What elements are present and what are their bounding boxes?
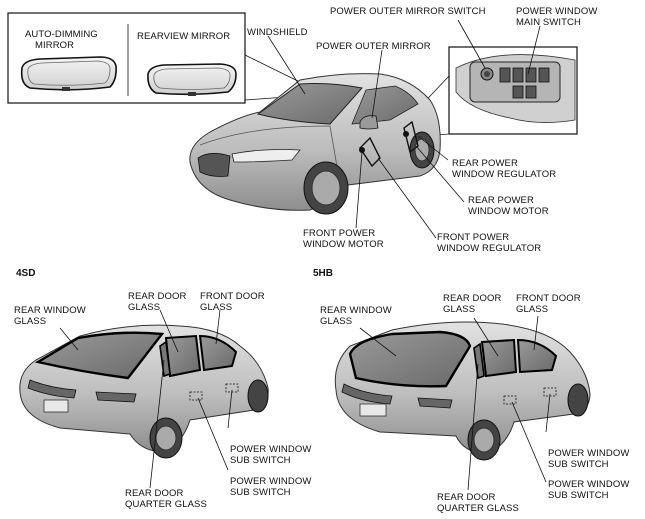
rear-power-window-regulator-label: REAR POWER WINDOW REGULATOR [452,158,557,180]
front-power-window-regulator-label: FRONT POWER WINDOW REGULATOR [437,232,542,254]
hatchback-car-drawing [334,321,591,461]
hatchback-section-label: 5HB [313,268,334,279]
windshield-label: WINDSHIELD [247,27,308,38]
rearview-mirror-drawing [147,63,237,96]
rearview-mirror-label: REARVIEW MIRROR [137,31,231,42]
sd-power-window-sub-switch-label-2: POWER WINDOW SUB SWITCH [230,476,312,498]
hb-power-window-sub-switch-label-1: POWER WINDOW SUB SWITCH [548,448,630,470]
power-outer-mirror-switch-label: POWER OUTER MIRROR SWITCH [330,6,486,17]
sd-rear-door-quarter-glass-label: REAR DOOR QUARTER GLASS [125,488,207,510]
sd-front-door-glass-label: FRONT DOOR GLASS [200,291,265,313]
hb-rear-window-glass-label: REAR WINDOW GLASS [320,305,392,327]
power-window-main-switch-label: POWER WINDOW MAIN SWITCH [516,6,598,28]
top-car-drawing [189,73,441,215]
auto-dimming-mirror-drawing [20,56,117,91]
hb-power-window-sub-switch-label-2: POWER WINDOW SUB SWITCH [548,479,630,501]
hb-rear-door-quarter-glass-label: REAR DOOR QUARTER GLASS [437,492,519,514]
rear-power-window-motor-label: REAR POWER WINDOW MOTOR [468,195,549,217]
front-power-window-motor-label: FRONT POWER WINDOW MOTOR [303,228,384,250]
mirror-inset-box [7,12,246,104]
auto-dimming-mirror-label: AUTO-DIMMING MIRROR [25,29,98,51]
hb-front-door-glass-label: FRONT DOOR GLASS [516,293,581,315]
sedan-section-label: 4SD [16,268,36,279]
sd-power-window-sub-switch-label-1: POWER WINDOW SUB SWITCH [230,444,312,466]
hb-rear-door-glass-label: REAR DOOR GLASS [443,293,502,315]
power-outer-mirror-label: POWER OUTER MIRROR [316,41,431,52]
sedan-car-drawing [19,324,269,459]
sd-rear-window-glass-label: REAR WINDOW GLASS [14,305,86,327]
switch-inset-box [448,46,578,135]
sd-rear-door-glass-label: REAR DOOR GLASS [128,291,187,313]
